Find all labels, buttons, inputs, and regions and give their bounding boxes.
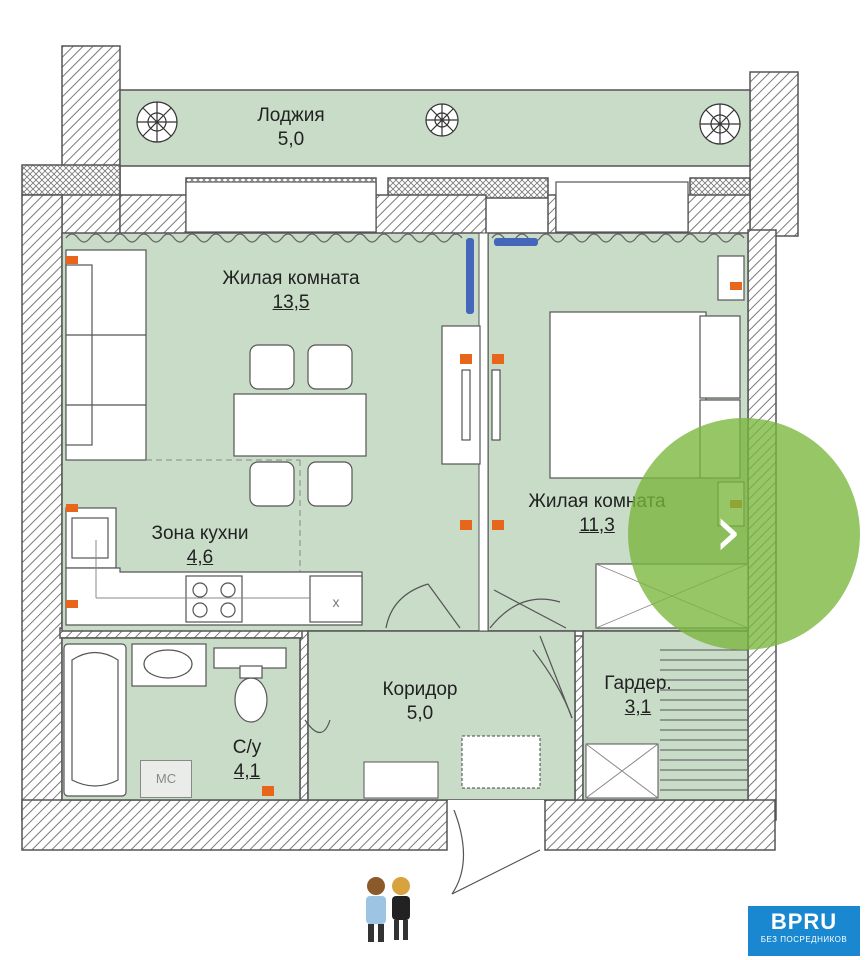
- room-area: 4,6: [186, 547, 214, 568]
- people-icon: [366, 877, 410, 942]
- tv-stand: [441, 325, 481, 465]
- curtain-left: [65, 233, 463, 243]
- room-area: 11,3: [579, 515, 615, 536]
- plant-icon: [699, 103, 741, 145]
- plant-icons: [136, 101, 741, 145]
- tv: [461, 369, 471, 441]
- brand-logo[interactable]: BPRU БЕЗ ПОСРЕДНИКОВ: [748, 906, 860, 956]
- room-area: 3,1: [624, 697, 652, 718]
- entry-gap: [448, 800, 544, 810]
- room-area: 4,1: [233, 761, 261, 782]
- room-label-kitchen: Зона кухни 4,6: [130, 522, 270, 570]
- room-area: 5,0: [277, 129, 305, 150]
- dining-set: [233, 344, 367, 507]
- tv-2: [491, 369, 501, 441]
- room-label-living-13: Жилая комната 13,5: [198, 267, 384, 315]
- room-name: Гардер.: [604, 673, 672, 694]
- wardrobe-shelves: [585, 649, 748, 799]
- room-name: Лоджия: [257, 105, 325, 126]
- doors: [304, 583, 573, 895]
- entry-rug: [461, 735, 541, 789]
- shoe-cabinet: [363, 761, 439, 799]
- radiator-vertical: [466, 238, 474, 314]
- room-name: Коридор: [382, 679, 458, 700]
- stove-x-label: x: [332, 594, 340, 610]
- room-name: С/у: [232, 737, 262, 758]
- kitchen-units: [65, 507, 363, 626]
- bathroom-fixtures: [63, 643, 287, 797]
- room-area: 13,5: [272, 292, 310, 313]
- plant-icon: [136, 101, 178, 143]
- room-name: Жилая комната: [222, 268, 360, 289]
- chevron-right-icon: ›: [714, 490, 742, 572]
- room-label-bathroom: С/у 4,1: [212, 736, 282, 784]
- room-area: 5,0: [406, 703, 434, 724]
- brand-tagline: БЕЗ ПОСРЕДНИКОВ: [760, 935, 848, 944]
- plant-icon: [425, 103, 459, 137]
- windows: [185, 181, 689, 233]
- room-label-wardrobe: Гардер. 3,1: [584, 672, 692, 720]
- room-name: Зона кухни: [151, 523, 249, 544]
- brand-name: BPRU: [770, 909, 838, 934]
- next-arrow-button[interactable]: ›: [628, 418, 860, 650]
- room-label-loggia: Лоджия 5,0: [226, 104, 356, 152]
- room-label-corridor: Коридор 5,0: [356, 678, 484, 726]
- washer-label: МС: [140, 760, 192, 798]
- radiator-horizontal: [494, 238, 538, 246]
- sofa: [65, 249, 147, 461]
